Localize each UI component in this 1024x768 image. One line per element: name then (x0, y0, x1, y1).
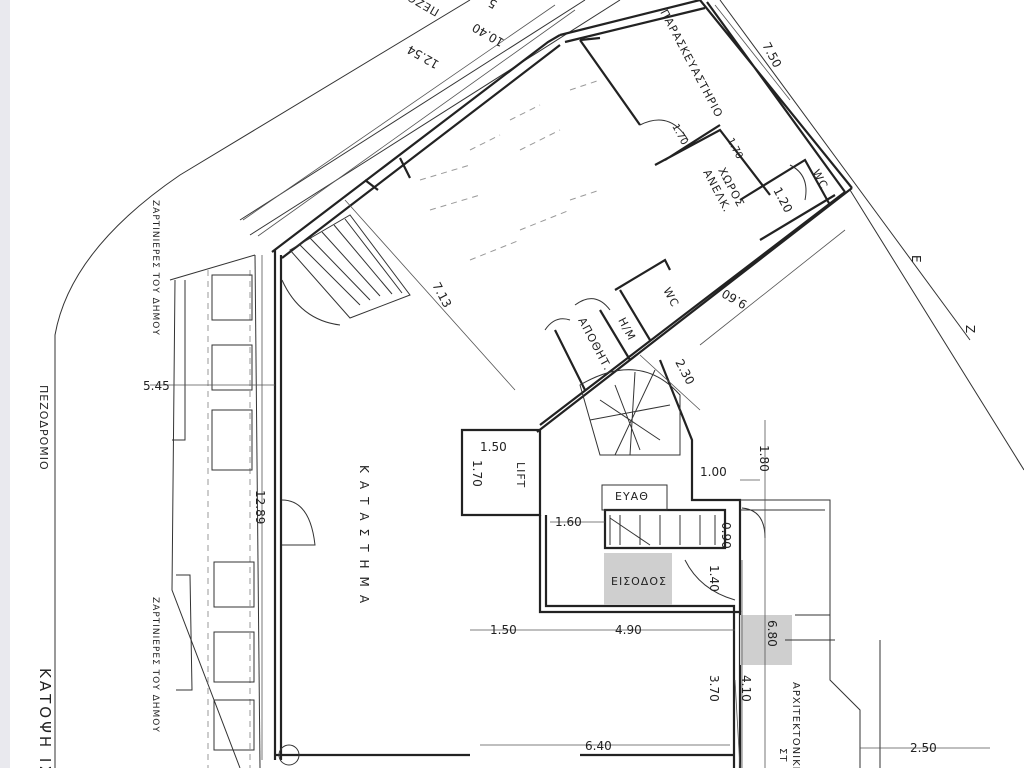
dim-1-20: 1.20 (770, 185, 795, 215)
planter-boxes (211, 274, 255, 751)
dim-3-70: 3.70 (707, 675, 721, 702)
section-mark-e: Ε (909, 255, 923, 263)
room-electrical: Η/Μ (615, 315, 638, 343)
dim-12-54: 12.54 (405, 42, 442, 71)
dim-9-60: 9.60 (719, 286, 749, 311)
dim-1-70-a: 1.70 (724, 136, 744, 161)
screen-edge (0, 0, 10, 768)
dim-2-30: 2.30 (672, 357, 697, 387)
dim-0-90: 0.90 (719, 522, 733, 549)
dim-1-70-lift: 1.70 (470, 460, 484, 487)
dim-10-40: 10.40 (470, 20, 507, 49)
dim-6-80: 6.80 (765, 620, 779, 647)
dim-12-89: 12.89 (253, 490, 267, 524)
room-wc-2: WC (660, 285, 681, 309)
street-label-top: ΠΕΖΟΔΡΟΜΙΟ (361, 0, 442, 19)
ramp-hatch (740, 615, 792, 665)
room-lift: LIFT (514, 462, 527, 488)
dimension-lines (150, 4, 990, 768)
dim-6-40: 6.40 (585, 739, 612, 753)
dim-2-50: 2.50 (910, 741, 937, 755)
section-mark-z: Ζ (963, 325, 977, 333)
dim-5-45: 5.45 (143, 379, 170, 393)
architectural-label: ΑΡΧΙΤΕΚΤΟΝΙΚΗ (790, 682, 801, 768)
dim-1-00: 1.00 (700, 465, 727, 479)
dim-5: 5 (486, 0, 500, 12)
room-store: ΚΑΤΑΣΤΗΜΑ (357, 465, 371, 611)
architectural-label-2: ΣΤ (777, 748, 788, 762)
evath-box (601, 484, 668, 511)
stairs (281, 214, 716, 546)
dim-7-13: 7.13 (429, 280, 454, 310)
building-walls (271, 0, 853, 768)
dim-1-40: 1.40 (707, 565, 721, 592)
dim-1-50: 1.50 (490, 623, 517, 637)
table-outlines (419, 79, 601, 261)
exterior-lines (278, 0, 1024, 768)
entrance-hatch (604, 553, 672, 605)
dim-1-70-b: 1.70 (669, 122, 689, 147)
planter-label-lower: ΖΑΡΤΙΝΙΕΡΕΣ ΤΟΥ ΔΗΜΟΥ (150, 597, 160, 733)
room-evath: ΕΥΑΘ (615, 490, 649, 503)
room-wc-1: WC (809, 167, 830, 191)
planter-label-upper: ΖΑΡΤΙΝΙΕΡΕΣ ΤΟΥ ΔΗΜΟΥ (150, 200, 160, 336)
dim-1-50-lift: 1.50 (480, 440, 507, 454)
plan-title: ΚΑΤΟΨΗ ΙΣΟ (36, 668, 54, 768)
room-entrance: ΕΙΣΟΔΟΣ (611, 575, 667, 588)
room-kitchen: ΠΑΡΑΣΚΕΥΑΣΤΗΡΙΟ (657, 7, 725, 120)
dim-4-10: 4.10 (739, 675, 753, 702)
dim-1-60: 1.60 (555, 515, 582, 529)
sidewalk-lines (54, 0, 621, 768)
dim-1-80: 1.80 (757, 445, 771, 472)
street-label-left: ΠΕΖΟΔΡΟΜΙΟ (37, 385, 50, 471)
dim-4-90: 4.90 (615, 623, 642, 637)
